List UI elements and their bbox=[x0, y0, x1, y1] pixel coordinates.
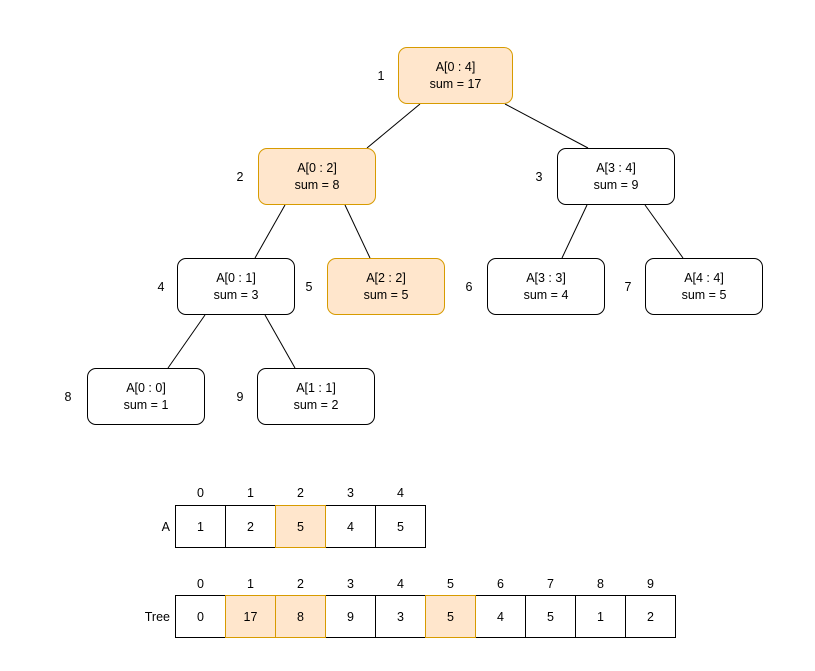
array-tree-cell-2: 8 bbox=[275, 595, 326, 638]
tree-node-8: A[0 : 0] sum = 1 bbox=[87, 368, 205, 425]
tree-node-7: A[4 : 4] sum = 5 bbox=[645, 258, 763, 315]
tree-edge-3-6 bbox=[561, 204, 588, 259]
node-sum-label: sum = 1 bbox=[123, 398, 169, 412]
node-range-label: A[3 : 4] bbox=[596, 161, 636, 175]
tree-edge-2-4 bbox=[254, 204, 286, 259]
array-tree-index: 3 bbox=[347, 577, 354, 591]
array-a-cell-3: 4 bbox=[325, 505, 376, 548]
array-a-cell-0: 1 bbox=[175, 505, 226, 548]
array-tree-index: 6 bbox=[497, 577, 504, 591]
node-sum-label: sum = 5 bbox=[681, 288, 727, 302]
tree-edge-4-8 bbox=[167, 314, 206, 369]
tree-node-1-number: 1 bbox=[377, 69, 385, 83]
array-a-cell-4: 5 bbox=[375, 505, 426, 548]
tree-edge-1-3 bbox=[504, 103, 589, 149]
array-tree-cell-9: 2 bbox=[625, 595, 676, 638]
tree-edge-2-5 bbox=[344, 204, 371, 259]
tree-edge-4-9 bbox=[264, 314, 296, 369]
tree-node-1: A[0 : 4] sum = 17 bbox=[398, 47, 513, 104]
array-a-index: 1 bbox=[247, 486, 254, 500]
array-tree-cell-3: 9 bbox=[325, 595, 376, 638]
array-tree-cell-6: 4 bbox=[475, 595, 526, 638]
array-a-index-row: 0 1 2 3 4 bbox=[175, 486, 426, 500]
array-a-cells: 1 2 5 4 5 bbox=[175, 505, 426, 548]
node-range-label: A[0 : 2] bbox=[297, 161, 337, 175]
node-range-label: A[0 : 4] bbox=[435, 60, 476, 74]
tree-node-3-number: 3 bbox=[535, 170, 543, 184]
tree-node-6: A[3 : 3] sum = 4 bbox=[487, 258, 605, 315]
array-tree-cell-5: 5 bbox=[425, 595, 476, 638]
node-range-label: A[0 : 0] bbox=[126, 381, 166, 395]
tree-node-7-number: 7 bbox=[624, 280, 632, 294]
tree-node-5-number: 5 bbox=[305, 280, 313, 294]
array-tree-index: 9 bbox=[647, 577, 654, 591]
tree-node-2: A[0 : 2] sum = 8 bbox=[258, 148, 376, 205]
tree-node-4-number: 4 bbox=[157, 280, 165, 294]
array-a-index: 0 bbox=[197, 486, 204, 500]
node-sum-label: sum = 4 bbox=[523, 288, 569, 302]
tree-node-6-number: 6 bbox=[465, 280, 473, 294]
array-a-label: A bbox=[161, 519, 170, 534]
array-tree-index: 0 bbox=[197, 577, 204, 591]
tree-node-2-number: 2 bbox=[236, 170, 244, 184]
tree-edge-1-2 bbox=[366, 103, 421, 149]
tree-node-9-number: 9 bbox=[236, 390, 244, 404]
array-tree-index: 2 bbox=[297, 577, 304, 591]
array-tree-index: 5 bbox=[447, 577, 454, 591]
array-tree-index: 4 bbox=[397, 577, 404, 591]
node-range-label: A[2 : 2] bbox=[366, 271, 406, 285]
tree-node-8-number: 8 bbox=[64, 390, 72, 404]
node-range-label: A[3 : 3] bbox=[526, 271, 566, 285]
array-tree-index: 7 bbox=[547, 577, 554, 591]
node-sum-label: sum = 9 bbox=[593, 178, 639, 192]
array-a-index: 4 bbox=[397, 486, 404, 500]
tree-edge-3-7 bbox=[644, 204, 684, 259]
node-range-label: A[4 : 4] bbox=[684, 271, 724, 285]
array-a-cell-1: 2 bbox=[225, 505, 276, 548]
array-a-index: 2 bbox=[297, 486, 304, 500]
array-tree-cell-8: 1 bbox=[575, 595, 626, 638]
node-range-label: A[0 : 1] bbox=[216, 271, 256, 285]
tree-node-3: A[3 : 4] sum = 9 bbox=[557, 148, 675, 205]
tree-node-4: A[0 : 1] sum = 3 bbox=[177, 258, 295, 315]
array-a-cell-2: 5 bbox=[275, 505, 326, 548]
node-sum-label: sum = 3 bbox=[213, 288, 259, 302]
node-range-label: A[1 : 1] bbox=[296, 381, 336, 395]
array-tree-cell-1: 17 bbox=[225, 595, 276, 638]
node-sum-label: sum = 8 bbox=[294, 178, 340, 192]
tree-node-9: A[1 : 1] sum = 2 bbox=[257, 368, 375, 425]
array-tree-label: Tree bbox=[144, 609, 170, 624]
array-tree-index: 1 bbox=[247, 577, 254, 591]
array-tree-cell-0: 0 bbox=[175, 595, 226, 638]
array-tree-index-row: 0 1 2 3 4 5 6 7 8 9 bbox=[175, 577, 676, 591]
node-sum-label: sum = 2 bbox=[293, 398, 339, 412]
tree-node-5: A[2 : 2] sum = 5 bbox=[327, 258, 445, 315]
array-tree-cells: 0 17 8 9 3 5 4 5 1 2 bbox=[175, 595, 676, 638]
array-tree-cell-7: 5 bbox=[525, 595, 576, 638]
node-sum-label: sum = 5 bbox=[363, 288, 409, 302]
array-tree-cell-4: 3 bbox=[375, 595, 426, 638]
array-tree-index: 8 bbox=[597, 577, 604, 591]
node-sum-label: sum = 17 bbox=[429, 77, 482, 91]
array-a-index: 3 bbox=[347, 486, 354, 500]
